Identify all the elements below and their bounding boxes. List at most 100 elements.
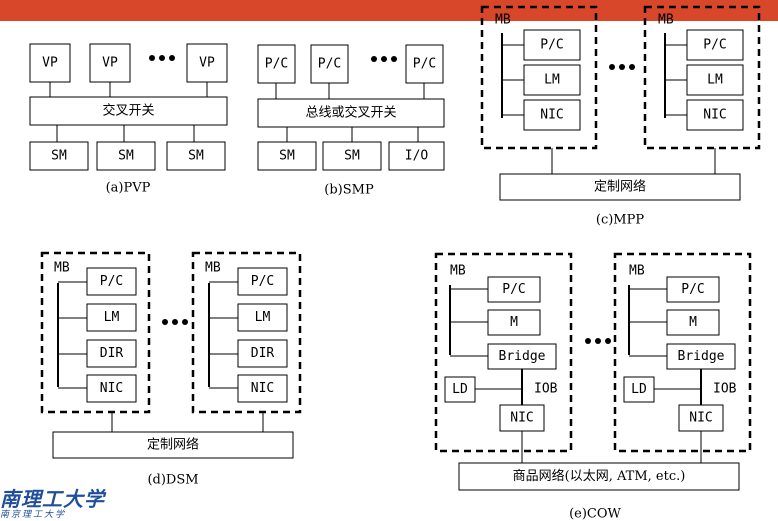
dsm-pc-box-1 [86,267,137,296]
mpp-lm-box-1 [523,64,581,96]
dsm-caption: (d)DSM [147,473,198,488]
pvp-ellipsis-dot [169,55,175,61]
dsm-nic-box-1 [86,374,137,403]
dsm-mb-label-2: MB [205,261,221,276]
dsm-dir-box-1-label: DIR [100,346,124,361]
cow-network [458,462,740,491]
dsm-lm-box-1-label: LM [104,310,120,325]
pvp-sm-box-1 [29,141,89,171]
smp-pc-box-3-label: P/C [413,57,436,72]
dsm-network [52,431,294,459]
dsm-nic-box-1-label: NIC [100,381,123,396]
pvp-sm-box-2 [96,141,156,171]
header-accent-bar [0,0,778,21]
crossbar-switch [29,96,228,126]
cow-pc-box-2 [666,276,720,303]
cow-ld-box-2-label: LD [631,382,647,397]
mpp-node-2 [643,5,761,150]
cow-pc-box-2-label: P/C [681,282,704,297]
smp-pc-box-2 [310,44,349,84]
mpp-mb-label-1: MB [495,13,511,28]
smp-ellipsis-dot [381,56,387,62]
cow-m-box-1-label: M [510,315,518,330]
dsm-mb-label-1: MB [54,261,70,276]
crossbar-switch-label: 交叉开关 [102,103,154,119]
cow-pc-box-1-label: P/C [502,282,525,297]
cow-ld-box-1-label: LD [452,382,468,397]
cow-pc-box-1 [487,276,541,303]
dsm-ellipsis-dot [172,319,178,325]
cow-node-2 [613,252,752,453]
smp-io-box-label: I/O [405,149,429,164]
pvp-sm-box-3-label: SM [188,149,204,164]
logo-text: 南理工大学 [0,488,105,511]
cow-nic-box-1-label: NIC [510,411,533,426]
vp-box-3-label: VP [199,56,215,71]
cow-m-box-2-label: M [689,315,697,330]
smp-ellipsis-dot [391,56,397,62]
cow-m-box-2 [666,309,720,336]
smp-sm-box-2-label: SM [344,149,360,164]
cow-iob-label-2: IOB [713,382,737,397]
pvp-sm-box-1-label: SM [51,149,67,164]
mpp-nic-box-2 [686,99,744,131]
dsm-lm-box-1 [86,303,137,332]
mpp-pc-box-2 [686,29,744,61]
dsm-network-label: 定制网络 [147,437,199,453]
cow-nic-box-2 [678,404,724,432]
pvp-ellipsis-dot [149,55,155,61]
dsm-nic-box-2-label: NIC [251,381,274,396]
cow-ellipsis-dot [605,338,611,344]
mpp-pc-box-2-label: P/C [703,38,726,53]
pvp-sm-box-2-label: SM [118,149,134,164]
smp-pc-box-1 [257,44,296,84]
smp-bus [257,98,445,128]
cow-bridge-box-2-label: Bridge [678,349,725,364]
accent-bar-fill [0,0,778,21]
cow-ellipsis-dot [585,338,591,344]
smp-io-box [388,141,445,171]
cow-mb-label-1: MB [450,264,466,279]
dsm-node-2 [191,251,302,414]
mpp-pc-box-1-label: P/C [540,38,563,53]
dsm-ellipsis-dot [162,319,168,325]
dsm-node-1 [40,251,151,414]
cow-ellipsis-dot [595,338,601,344]
smp-caption: (b)SMP [324,183,374,198]
cow-caption: (e)COW [569,507,621,521]
mpp-nic-box-1-label: NIC [540,108,563,123]
smp-bus-label: 总线或交叉开关 [305,105,396,121]
pvp-caption: (a)PVP [106,181,151,196]
mpp-network-label: 定制网络 [594,179,646,195]
mpp-lm-box-2-label: LM [707,73,723,88]
dsm-lm-box-2-label: LM [255,310,271,325]
mpp-network [499,173,741,201]
cow-m-box-1 [487,309,541,336]
cow-bridge-box-1-label: Bridge [499,349,546,364]
mpp-nic-box-1 [523,99,581,131]
mpp-ellipsis-dot [609,64,615,70]
pvp-ellipsis-dot [159,55,165,61]
smp-sm-box-2 [322,141,382,171]
dsm-lm-box-2 [237,303,288,332]
smp-sm-box-1-label: SM [279,149,295,164]
smp-ellipsis-dot [371,56,377,62]
mpp-pc-box-1 [523,29,581,61]
university-logo: 南理工大学 南京理工大学 [0,488,120,521]
smp-pc-box-3 [405,44,444,84]
cow-iob-label-1: IOB [534,382,558,397]
mpp-nic-box-2-label: NIC [703,108,726,123]
cow-network-label: 商品网络(以太网, ATM, etc.) [513,468,686,484]
dsm-ellipsis-dot [182,319,188,325]
vp-box-1 [29,43,71,83]
cow-nic-box-2-label: NIC [689,411,712,426]
dsm-pc-box-1-label: P/C [100,274,123,289]
smp-pc-box-1-label: P/C [265,57,288,72]
logo-subtext: 南京理工大学 [0,510,67,520]
mpp-lm-box-1-label: LM [544,73,560,88]
dsm-pc-box-2 [237,267,288,296]
mpp-caption: (c)MPP [596,213,644,228]
cow-node-1 [434,252,573,453]
